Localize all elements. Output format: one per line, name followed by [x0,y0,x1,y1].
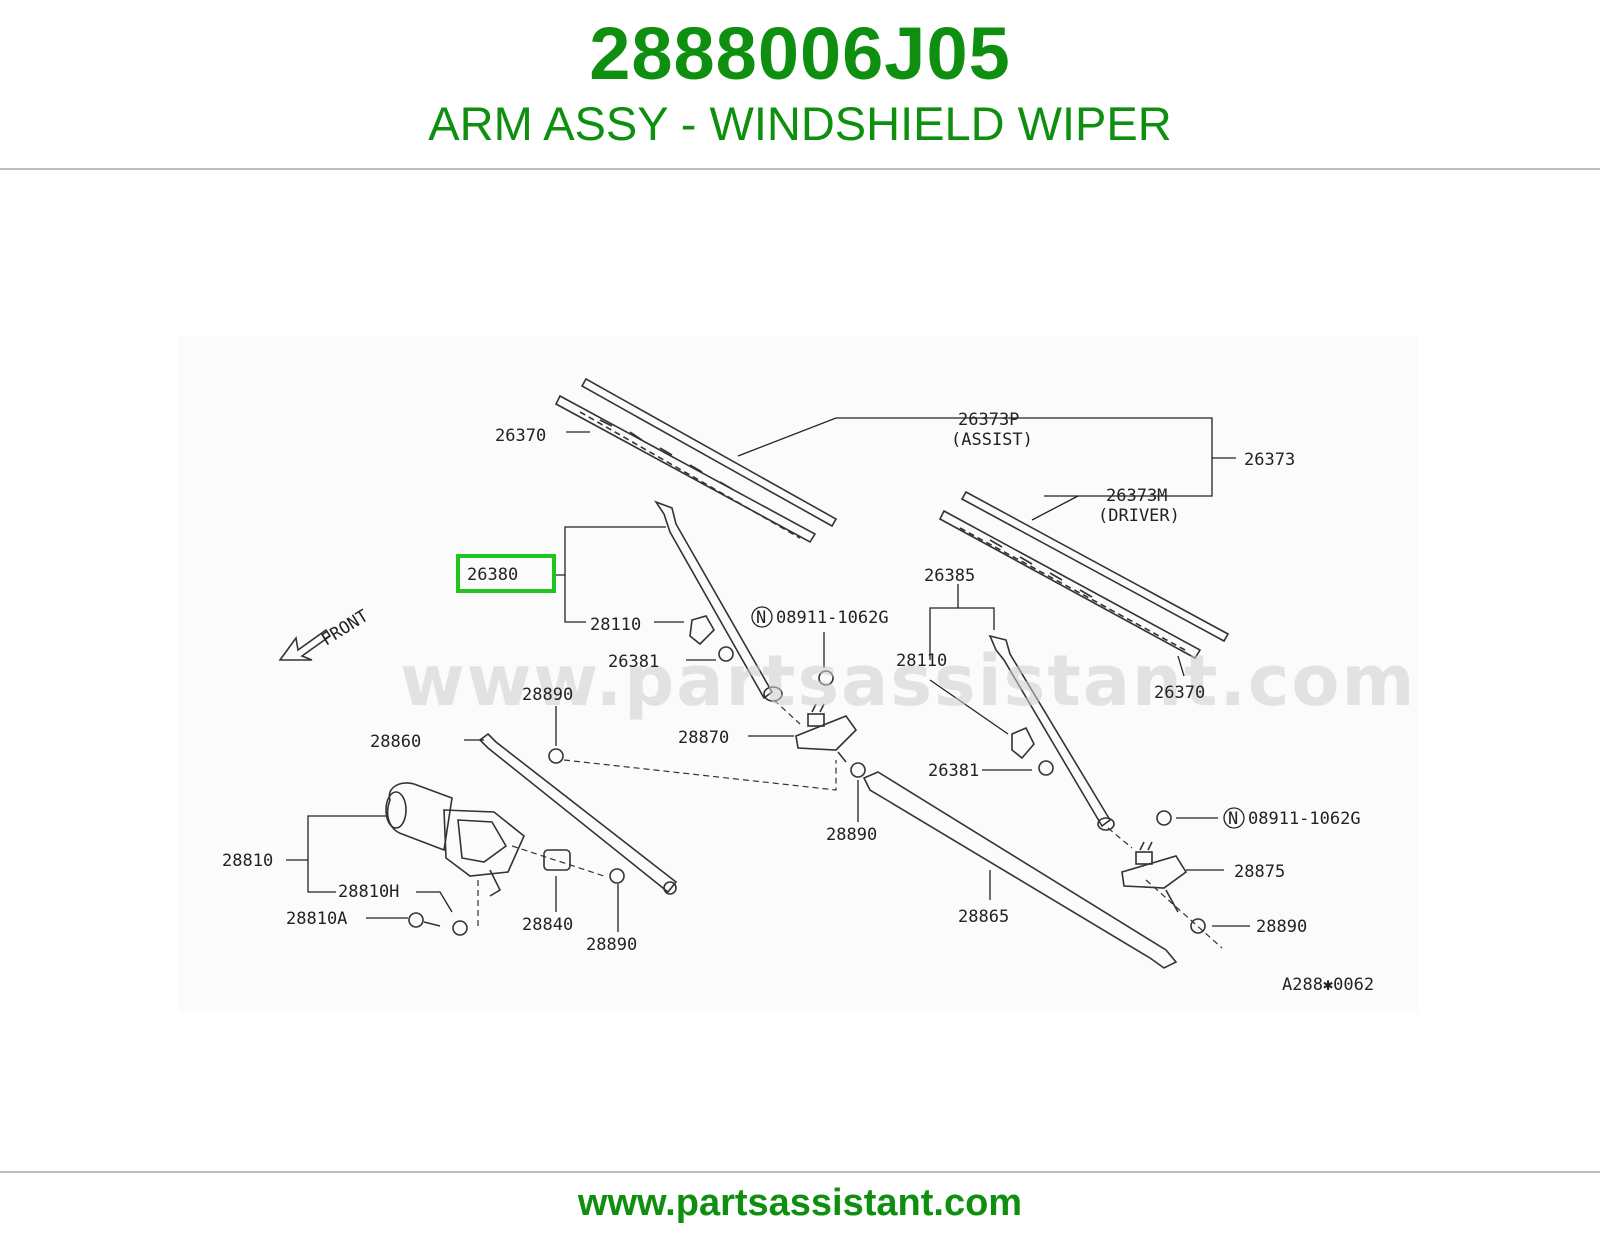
wiper-arm-26380 [653,500,783,702]
n-symbol-text: N [1228,809,1238,829]
link-rod-28865 [862,771,1178,969]
drawing-code: A288✱0062 [1282,975,1374,995]
callout-26381-left: 26381 [608,652,659,672]
callout-26373: 26373 [1244,450,1295,470]
callout-26373P-sub: (ASSIST) [951,430,1033,450]
callout-08911-top: 08911-1062G [776,608,889,628]
nut-top [818,670,834,686]
wiper-blade-assist [554,377,838,544]
bushing-d [1190,918,1206,934]
callout-08911-right: 08911-1062G [1248,809,1361,829]
callout-28890-c: 28890 [586,935,637,955]
front-arrow-icon [278,628,332,661]
callout-26373P: 26373P [958,410,1019,430]
pivot-28870 [795,703,858,763]
bushing-a [548,748,564,764]
n-symbol-icon [1223,807,1245,829]
assembly-dashed-lines [477,699,1223,949]
callout-28860: 28860 [370,732,421,752]
nut-right [1156,810,1172,826]
wiper-arm-26385 [988,634,1115,831]
callout-28890-b: 28890 [826,825,877,845]
watermark: www.partsassistant.com [400,640,1416,722]
callout-28810A: 28810A [286,909,347,929]
header-divider [0,168,1600,170]
highlight-box [456,554,556,593]
callout-26373M-sub: (DRIVER) [1098,506,1180,526]
callout-26373M: 26373M [1106,486,1167,506]
page-header: 2888006J05 ARM ASSY - WINDSHIELD WIPER [0,0,1600,170]
callout-28840: 28840 [522,915,573,935]
wiper-motor-28810 [385,782,571,936]
bushing-c [609,868,625,884]
bushing-b [850,762,866,778]
n-symbol-icon [751,606,773,628]
part-title: ARM ASSY - WINDSHIELD WIPER [428,97,1172,150]
callout-26380: 26380 [467,565,518,585]
footer-divider [0,1171,1600,1173]
pivot-28875 [1121,841,1188,913]
callout-28110-left: 28110 [590,615,641,635]
callout-26370-right: 26370 [1154,683,1205,703]
callout-28890-d: 28890 [1256,917,1307,937]
diagram-panel [178,336,1418,1012]
n-symbol-text: N [756,608,766,628]
callout-26370-left: 26370 [495,426,546,446]
callout-28810H: 28810H [338,882,399,902]
front-label: FRONT [318,606,372,650]
callout-28870: 28870 [678,728,729,748]
callout-28875: 28875 [1234,862,1285,882]
part-number: 2888006J05 [589,12,1011,95]
leader-lines [286,417,1250,932]
callout-28810: 28810 [222,851,273,871]
callout-26381-right: 26381 [928,761,979,781]
wiper-blade-driver [938,490,1230,660]
callout-28110-right: 28110 [896,651,947,671]
callout-26385: 26385 [924,566,975,586]
footer-url: www.partsassistant.com [577,1182,1023,1224]
callout-28890-a: 28890 [522,685,573,705]
callout-28865: 28865 [958,907,1009,927]
